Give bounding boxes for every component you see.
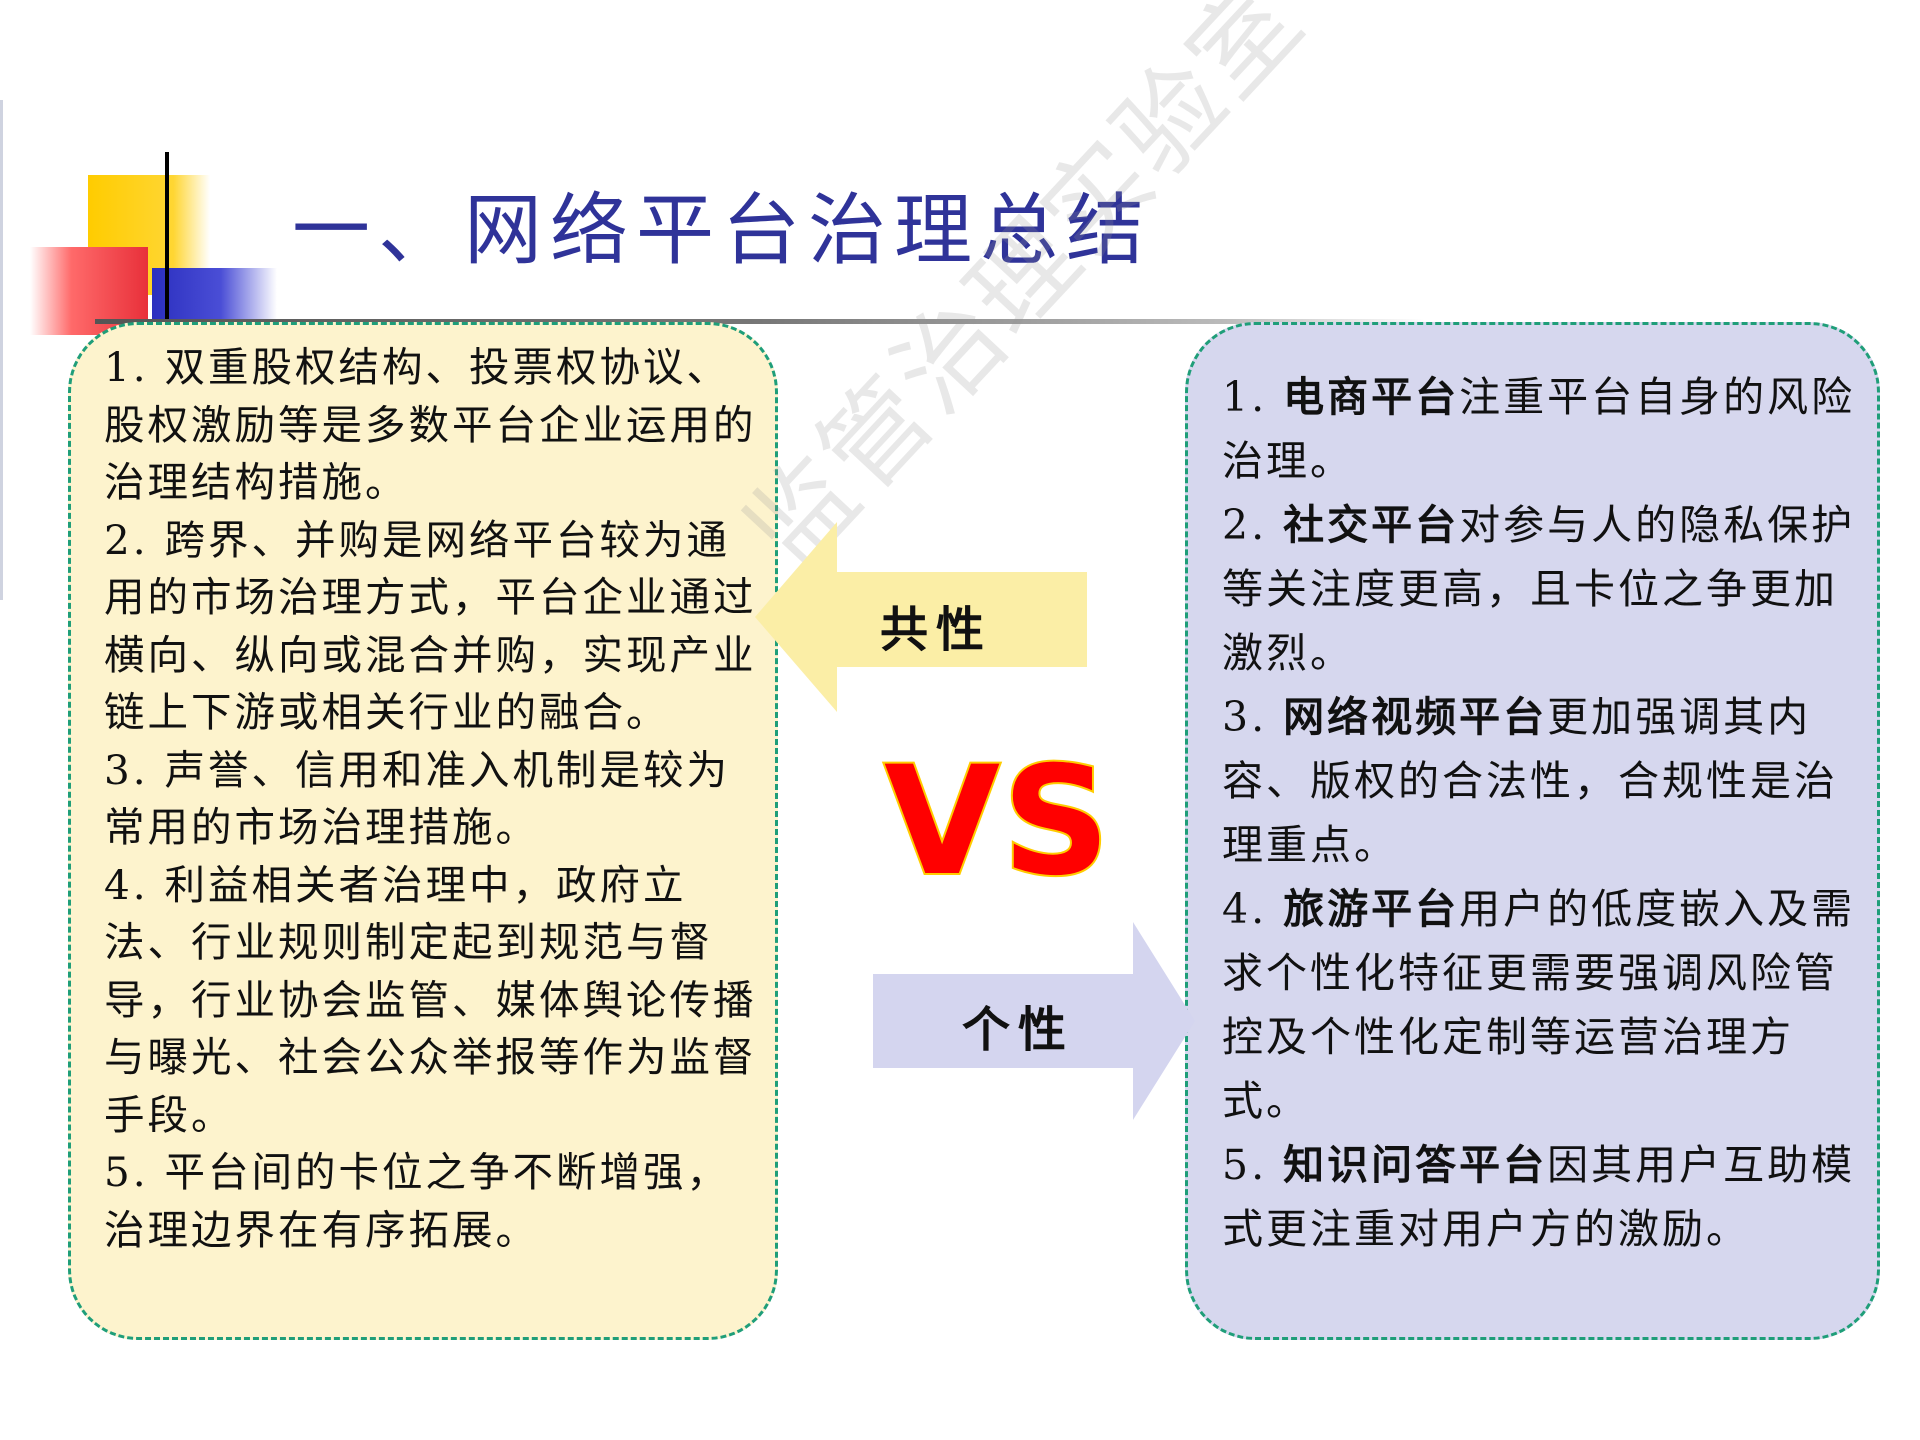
platform-name: 网络视频平台 [1283, 693, 1548, 741]
common-traits-panel [68, 322, 778, 1340]
item-number: 2. [1222, 501, 1284, 549]
list-item: 5. 平台间的卡位之争不断增强，治理边界在有序拓展。 [104, 1148, 731, 1254]
item-number: 5. [1222, 1141, 1284, 1189]
individual-traits-panel [1185, 322, 1880, 1340]
item-text: 更加强调其内容、版权的合法性，合规性是治理重点。 [1222, 693, 1838, 869]
list-item: 5. 知识问答平台因其用户互助模式更注重对用户方的激励。 [1222, 1133, 1862, 1261]
vs-label: VS [882, 733, 1113, 911]
list-item: 1. 电商平台注重平台自身的风险治理。 [1222, 365, 1862, 493]
item-number: 4. [1222, 885, 1284, 933]
platform-name: 社交平台 [1283, 501, 1460, 549]
list-item: 4. 利益相关者治理中，政府立法、行业规则制定起到规范与督导，行业协会监管、媒体… [104, 860, 757, 1139]
edge-accent-line [0, 100, 3, 600]
platform-name: 旅游平台 [1283, 885, 1460, 933]
item-text: 因其用户互助模式更注重对用户方的激励。 [1222, 1141, 1856, 1253]
list-item: 4. 旅游平台用户的低度嵌入及需求个性化特征更需要强调风险管控及个性化定制等运营… [1222, 877, 1862, 1133]
list-item: 2. 跨界、并购是网络平台较为通用的市场治理方式，平台企业通过横向、纵向或混合并… [104, 515, 757, 737]
left-arrow-icon [755, 522, 1087, 712]
right-arrow-icon [873, 922, 1195, 1120]
platform-name: 知识问答平台 [1283, 1141, 1548, 1189]
item-text: 用户的低度嵌入及需求个性化特征更需要强调风险管控及个性化定制等运营治理方式。 [1222, 885, 1856, 1125]
common-label: 共性 [880, 602, 993, 658]
list-item: 3. 声誉、信用和准入机制是较为常用的市场治理措施。 [104, 745, 731, 852]
item-text: 注重平台自身的风险治理。 [1222, 373, 1856, 485]
list-item: 3. 网络视频平台更加强调其内容、版权的合法性，合规性是治理重点。 [1222, 685, 1862, 877]
individual-label: 个性 [962, 1002, 1075, 1058]
title-underline [95, 319, 1425, 324]
list-item: 2. 社交平台对参与人的隐私保护等关注度更高，且卡位之争更加激烈。 [1222, 493, 1862, 685]
title-decor-vertical-line [165, 152, 169, 327]
page-title: 一、网络平台治理总结 [292, 186, 1153, 276]
individual-traits-list: 1. 电商平台注重平台自身的风险治理。 2. 社交平台对参与人的隐私保护等关注度… [1222, 365, 1862, 1261]
common-traits-list: 1. 双重股权结构、投票权协议、股权激励等是多数平台企业运用的治理结构措施。 2… [104, 339, 764, 1259]
item-text: 对参与人的隐私保护等关注度更高，且卡位之争更加激烈。 [1222, 501, 1856, 677]
item-number: 3. [1222, 693, 1284, 741]
item-number: 1. [1222, 373, 1284, 421]
list-item: 1. 双重股权结构、投票权协议、股权激励等是多数平台企业运用的治理结构措施。 [104, 343, 757, 506]
platform-name: 电商平台 [1283, 373, 1460, 421]
